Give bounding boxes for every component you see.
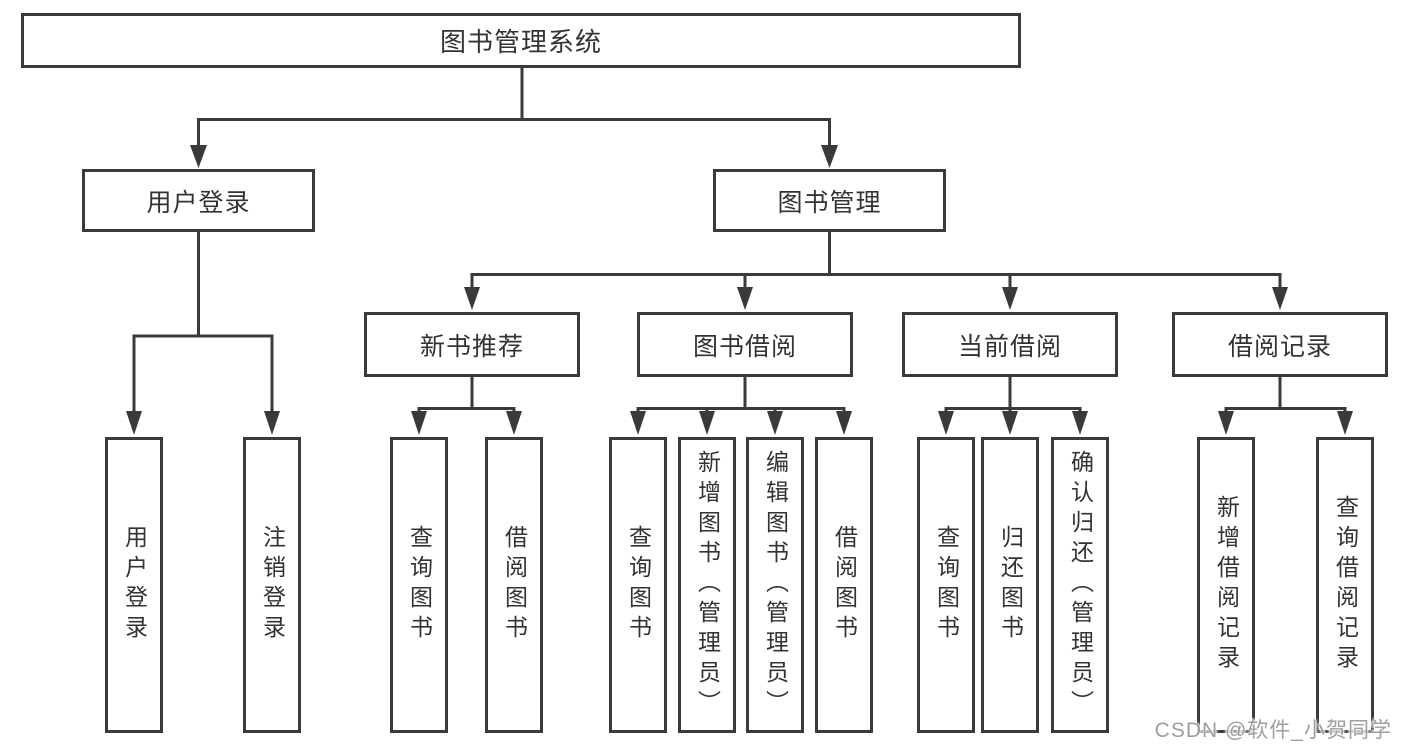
leaf-user-login: 用户登录 (105, 437, 163, 733)
node-library-management-system: 图书管理系统 (21, 13, 1021, 68)
node-label: 查询图书 (406, 525, 433, 645)
connector-borrowrecord-to-leaves (1218, 377, 1353, 435)
leaf-edit-books-admin: 编辑图书（管理员） (746, 437, 804, 733)
leaf-query-borrow-record: 查询借阅记录 (1316, 437, 1374, 733)
connector-root-to-level2 (190, 66, 838, 168)
node-label: 图书借阅 (692, 332, 797, 361)
node-user-login: 用户登录 (82, 169, 315, 232)
leaf-query-books: 查询图书 (390, 437, 448, 733)
node-label: 图书管理 (777, 188, 882, 217)
node-current-borrowing: 当前借阅 (902, 312, 1118, 377)
node-label: 归还图书 (997, 525, 1024, 645)
connector-bookmgmt-to-level3 (464, 232, 1288, 310)
node-label: 查询图书 (625, 525, 652, 645)
csdn-watermark: CSDN @软件_小贺同学 (1154, 719, 1392, 742)
node-label: 借阅记录 (1227, 332, 1332, 361)
node-label: 查询图书 (933, 525, 960, 645)
node-label: 新增图书（管理员） (694, 450, 721, 720)
node-label: 借阅图书 (831, 525, 858, 645)
node-label: 用户登录 (121, 525, 148, 645)
node-label: 注销登录 (259, 525, 286, 645)
node-label: 查询借阅记录 (1332, 495, 1359, 675)
node-label: 编辑图书（管理员） (762, 450, 789, 720)
node-new-book-recommend: 新书推荐 (364, 312, 580, 377)
connector-userlogin-to-leaves (126, 232, 280, 435)
node-label: 当前借阅 (957, 332, 1062, 361)
leaf-return-books: 归还图书 (981, 437, 1039, 733)
leaf-logout: 注销登录 (243, 437, 301, 733)
connector-bookborrow-to-leaves (630, 377, 852, 435)
leaf-borrow-books: 借阅图书 (815, 437, 873, 733)
node-label: 新书推荐 (419, 332, 524, 361)
leaf-add-borrow-record: 新增借阅记录 (1197, 437, 1255, 733)
node-label: 借阅图书 (501, 525, 528, 645)
leaf-confirm-return-admin: 确认归还（管理员） (1051, 437, 1109, 733)
node-label: 确认归还（管理员） (1067, 450, 1094, 720)
connector-currentborrow-to-leaves (938, 377, 1088, 435)
leaf-add-books-admin: 新增图书（管理员） (678, 437, 736, 733)
leaf-query-books: 查询图书 (609, 437, 667, 733)
node-borrowing-records: 借阅记录 (1172, 312, 1388, 377)
node-book-management: 图书管理 (713, 169, 946, 232)
node-book-borrowing: 图书借阅 (637, 312, 853, 377)
node-label: 新增借阅记录 (1213, 495, 1240, 675)
leaf-borrow-books: 借阅图书 (485, 437, 543, 733)
connector-newbook-to-leaves (411, 377, 522, 435)
node-label: 用户登录 (146, 188, 251, 217)
leaf-query-books: 查询图书 (917, 437, 975, 733)
node-label: 图书管理系统 (439, 27, 602, 57)
